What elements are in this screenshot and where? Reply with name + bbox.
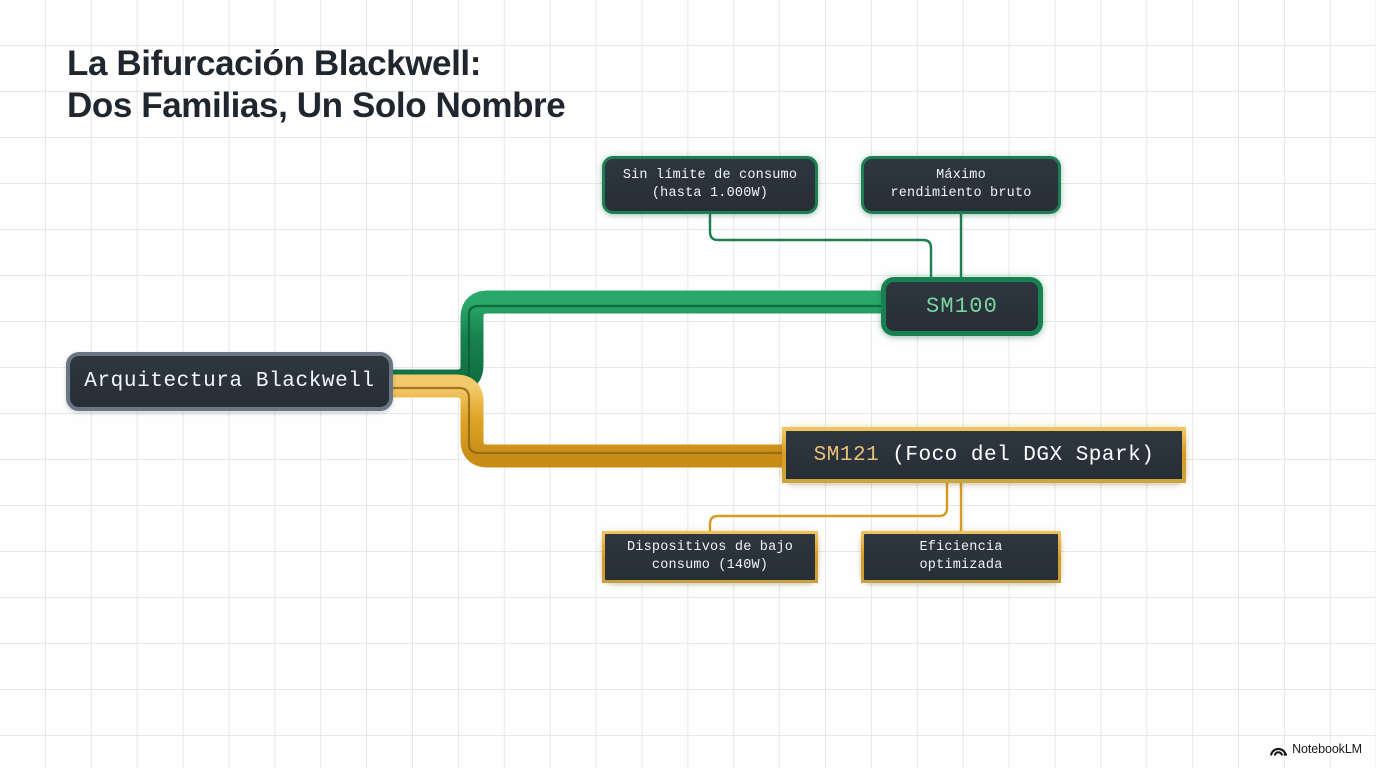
node-sm100[interactable]: SM100 xyxy=(881,277,1043,336)
node-sm121-leaf-optimized-efficiency[interactable]: Eficiencia optimizada xyxy=(861,531,1061,583)
node-root-label: Arquitectura Blackwell xyxy=(84,370,375,393)
node-sm121-label-highlight: SM121 xyxy=(813,443,880,467)
link-root-to-sm100 xyxy=(380,290,898,393)
notebooklm-watermark: NotebookLM xyxy=(1270,742,1362,756)
node-sm100-leaf-power-limit[interactable]: Sin límite de consumo (hasta 1.000W) xyxy=(602,156,818,214)
node-label: Sin límite de consumo (hasta 1.000W) xyxy=(622,168,798,201)
node-sm121[interactable]: SM121 (Foco del DGX Spark) xyxy=(782,427,1186,483)
node-sm121-leaf-low-power-devices[interactable]: Dispositivos de bajo consumo (140W) xyxy=(602,531,818,583)
link-root-to-sm121 xyxy=(380,374,800,468)
node-label: Dispositivos de bajo consumo (140W) xyxy=(626,540,794,573)
link-sm100-to-leaves xyxy=(708,212,963,281)
node-label: Eficiencia optimizada xyxy=(919,540,1003,573)
notebooklm-label: NotebookLM xyxy=(1292,742,1362,756)
node-root[interactable]: Arquitectura Blackwell xyxy=(66,352,393,411)
node-sm100-label: SM100 xyxy=(925,294,998,319)
node-sm121-label-rest: (Foco del DGX Spark) xyxy=(879,443,1155,467)
notebooklm-arc-icon xyxy=(1270,747,1288,756)
node-label: Máximo rendimiento bruto xyxy=(890,168,1032,201)
link-sm121-to-leaves xyxy=(708,481,963,534)
page-title: La Bifurcación Blackwell: Dos Familias, … xyxy=(67,44,566,125)
node-sm100-leaf-raw-performance[interactable]: Máximo rendimiento bruto xyxy=(861,156,1061,214)
